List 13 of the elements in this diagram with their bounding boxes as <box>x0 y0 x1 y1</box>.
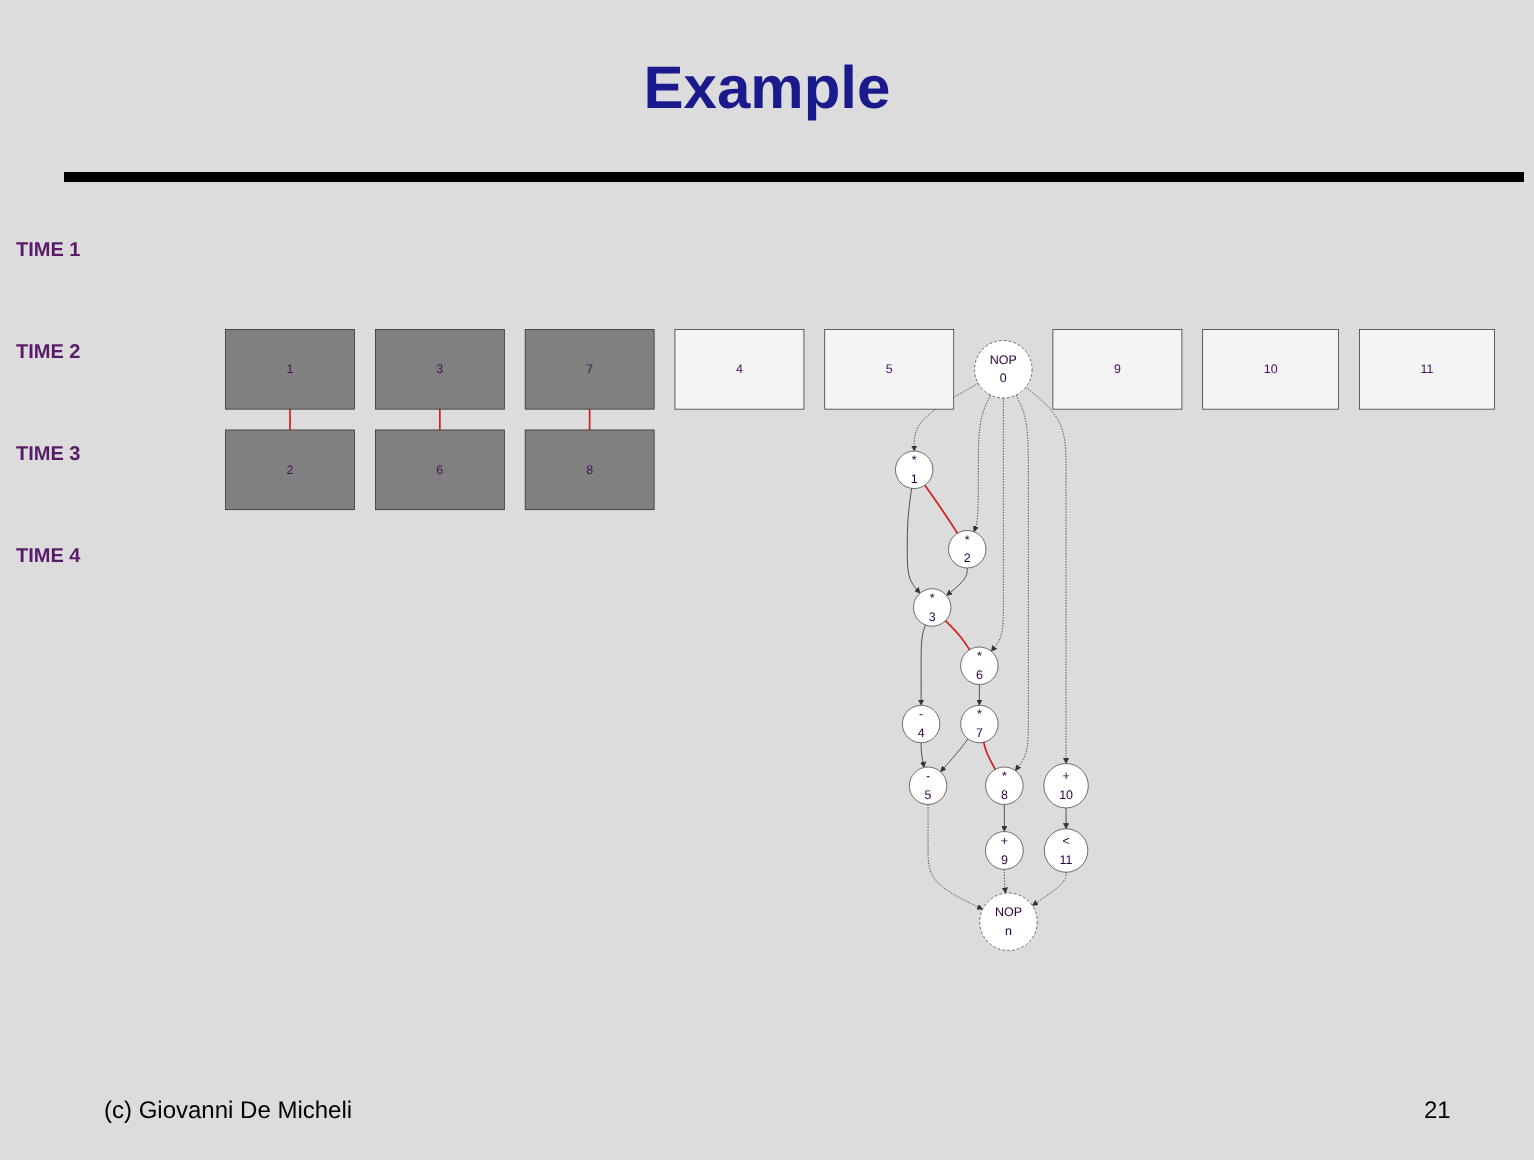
connector <box>924 484 959 535</box>
time-step-label: TIME 3 <box>16 444 83 466</box>
time-step-label: TIME 4 <box>16 546 83 568</box>
connector <box>289 408 291 431</box>
slide-title: Example <box>641 56 893 124</box>
connector <box>588 408 591 431</box>
time-step-label: TIME 1 <box>16 240 83 262</box>
copyright-note: (c) Giovanni De Micheli <box>104 1096 353 1124</box>
connector <box>944 619 971 651</box>
time-step-label: TIME 2 <box>16 342 83 364</box>
connector <box>982 741 997 771</box>
connector <box>438 408 441 431</box>
page-number: 21 <box>1424 1096 1451 1124</box>
